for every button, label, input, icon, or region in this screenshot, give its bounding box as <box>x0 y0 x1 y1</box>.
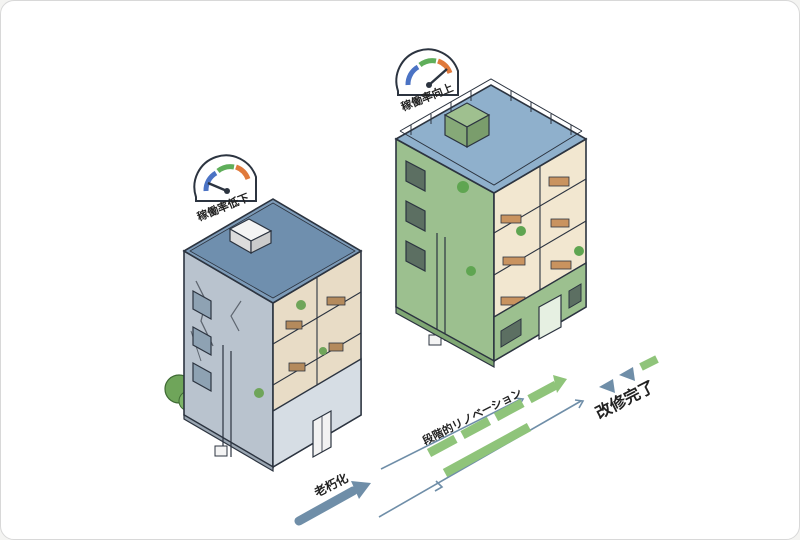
gauge-high-icon <box>395 48 459 96</box>
gauge-low-icon <box>193 154 257 202</box>
new-entrance-door <box>538 293 562 341</box>
new-roof <box>394 84 588 194</box>
old-windows <box>192 289 212 393</box>
progress-arrows <box>294 355 659 526</box>
complete-label: 改修完了 <box>592 377 658 423</box>
new-building <box>394 78 588 369</box>
new-pipes <box>436 233 446 341</box>
roof-railing <box>399 78 583 186</box>
old-pipes <box>222 345 232 457</box>
old-building <box>164 198 363 473</box>
arrow-head-icon <box>351 481 371 499</box>
new-windows <box>405 160 426 272</box>
